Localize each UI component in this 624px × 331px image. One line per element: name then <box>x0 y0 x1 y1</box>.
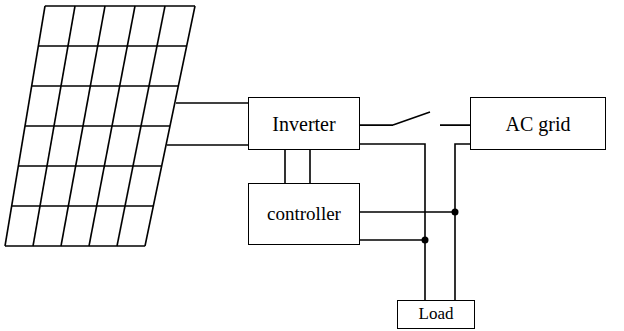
panel-grid-line <box>33 6 75 246</box>
panel-grid-line <box>117 6 165 246</box>
process-box: Load <box>397 300 475 329</box>
dc-wire <box>167 144 248 146</box>
panel-grid-line <box>45 5 195 7</box>
panel-grid-line <box>145 6 195 246</box>
solar-panel <box>5 6 195 246</box>
wire-connector <box>360 144 425 300</box>
process-box: Inverter <box>248 97 360 150</box>
box-label: Load <box>419 305 454 324</box>
wire-connector <box>285 150 310 183</box>
box-label: AC grid <box>506 113 571 135</box>
box-label: Inverter <box>272 113 335 135</box>
panel-grid-line <box>18 165 161 167</box>
wire-connector <box>360 212 455 240</box>
dc-wire <box>176 102 248 104</box>
process-box: AC grid <box>470 97 606 150</box>
box-label: controller <box>267 204 341 225</box>
wire-connector <box>455 144 470 300</box>
panel-grid-line <box>12 205 154 207</box>
panel-grid-line <box>89 6 135 246</box>
panel-grid-line <box>61 6 105 246</box>
panel-grid-line <box>32 85 179 87</box>
wire-connector <box>360 112 470 125</box>
process-box: controller <box>248 183 360 245</box>
panel-grid-line <box>5 245 145 247</box>
junction-dot <box>422 237 429 244</box>
junction-dot <box>452 209 459 216</box>
panel-grid-line <box>25 125 170 127</box>
panel-grid-line <box>38 45 186 47</box>
